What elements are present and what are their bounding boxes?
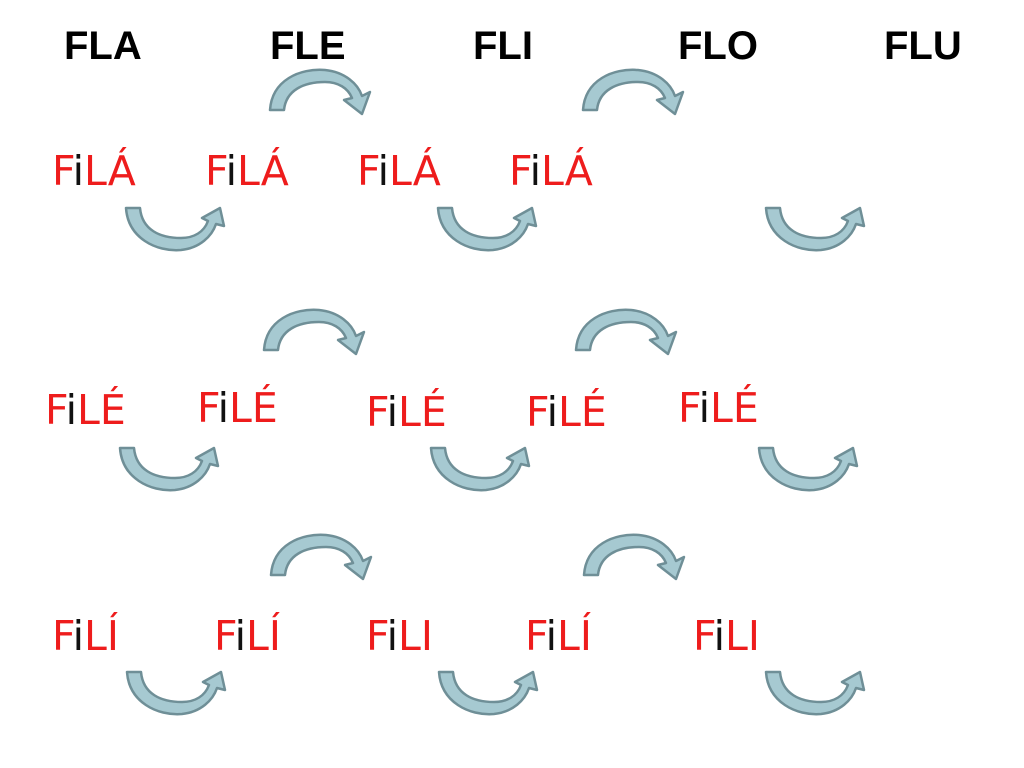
word-letter-i: i [546, 388, 559, 436]
word-syllable: LI [725, 612, 760, 660]
curved-arrow-icon [118, 446, 220, 492]
word-row1-2: FiLÁ [205, 146, 289, 196]
word-letter-i: i [217, 384, 230, 432]
header-fla: FLA [64, 24, 142, 68]
word-row3-3: FiLI [366, 611, 433, 661]
curved-arrow-icon [764, 670, 866, 716]
word-syllable: LÁ [237, 147, 289, 195]
word-letter-f: F [366, 612, 387, 660]
word-syllable: LÉ [77, 386, 126, 434]
word-letter-i: i [72, 147, 85, 195]
word-syllable: LÁ [84, 147, 136, 195]
word-letter-i: i [72, 612, 85, 660]
curved-arrow-icon [268, 68, 372, 116]
word-syllable: LI [398, 612, 433, 660]
curved-arrow-icon [582, 533, 686, 581]
word-letter-f: F [197, 384, 218, 432]
header-flu: FLU [884, 24, 962, 68]
word-letter-i: i [65, 386, 78, 434]
word-row1-4: FiLÁ [509, 146, 593, 196]
word-syllable: LÉ [229, 384, 278, 432]
word-syllable: LÁ [389, 147, 441, 195]
word-letter-f: F [214, 612, 235, 660]
word-letter-i: i [386, 612, 399, 660]
word-letter-f: F [509, 147, 530, 195]
curved-arrow-icon [125, 670, 227, 716]
word-letter-f: F [678, 384, 699, 432]
header-flo: FLO [678, 24, 758, 68]
header-fle: FLE [270, 24, 346, 68]
word-row3-1: FiLÍ [52, 611, 119, 661]
word-letter-i: i [529, 147, 542, 195]
word-letter-f: F [693, 612, 714, 660]
word-letter-f: F [205, 147, 226, 195]
word-syllable: LÁ [541, 147, 593, 195]
word-syllable: LÉ [558, 388, 607, 436]
curved-arrow-icon [757, 446, 859, 492]
word-syllable: LÉ [710, 384, 759, 432]
word-letter-f: F [45, 386, 66, 434]
word-syllable: LÍ [84, 612, 119, 660]
word-row2-4: FiLÉ [526, 387, 607, 437]
word-syllable: LÍ [246, 612, 281, 660]
curved-arrow-icon [437, 670, 539, 716]
word-letter-f: F [366, 388, 387, 436]
word-row3-4: FiLÍ [525, 611, 592, 661]
word-row2-5: FiLÉ [678, 383, 759, 433]
curved-arrow-icon [436, 206, 538, 252]
word-letter-i: i [386, 388, 399, 436]
word-letter-i: i [234, 612, 247, 660]
word-letter-f: F [357, 147, 378, 195]
word-letter-i: i [545, 612, 558, 660]
word-letter-f: F [526, 388, 547, 436]
curved-arrow-icon [269, 533, 373, 581]
word-row1-3: FiLÁ [357, 146, 441, 196]
curved-arrow-icon [764, 206, 866, 252]
curved-arrow-icon [429, 446, 531, 492]
word-letter-f: F [52, 612, 73, 660]
word-syllable: LÍ [557, 612, 592, 660]
curved-arrow-icon [581, 68, 685, 116]
header-fli: FLI [473, 24, 533, 68]
word-letter-i: i [377, 147, 390, 195]
word-syllable: LÉ [398, 388, 447, 436]
word-row2-2: FiLÉ [197, 383, 278, 433]
curved-arrow-icon [262, 308, 366, 356]
word-letter-i: i [698, 384, 711, 432]
word-row2-3: FiLÉ [366, 387, 447, 437]
word-row3-2: FiLÍ [214, 611, 281, 661]
word-letter-f: F [52, 147, 73, 195]
word-letter-i: i [225, 147, 238, 195]
curved-arrow-icon [124, 206, 226, 252]
word-row2-1: FiLÉ [45, 385, 126, 435]
word-letter-f: F [525, 612, 546, 660]
word-row3-5: FiLI [693, 611, 760, 661]
word-letter-i: i [713, 612, 726, 660]
word-row1-1: FiLÁ [52, 146, 136, 196]
curved-arrow-icon [574, 308, 678, 356]
